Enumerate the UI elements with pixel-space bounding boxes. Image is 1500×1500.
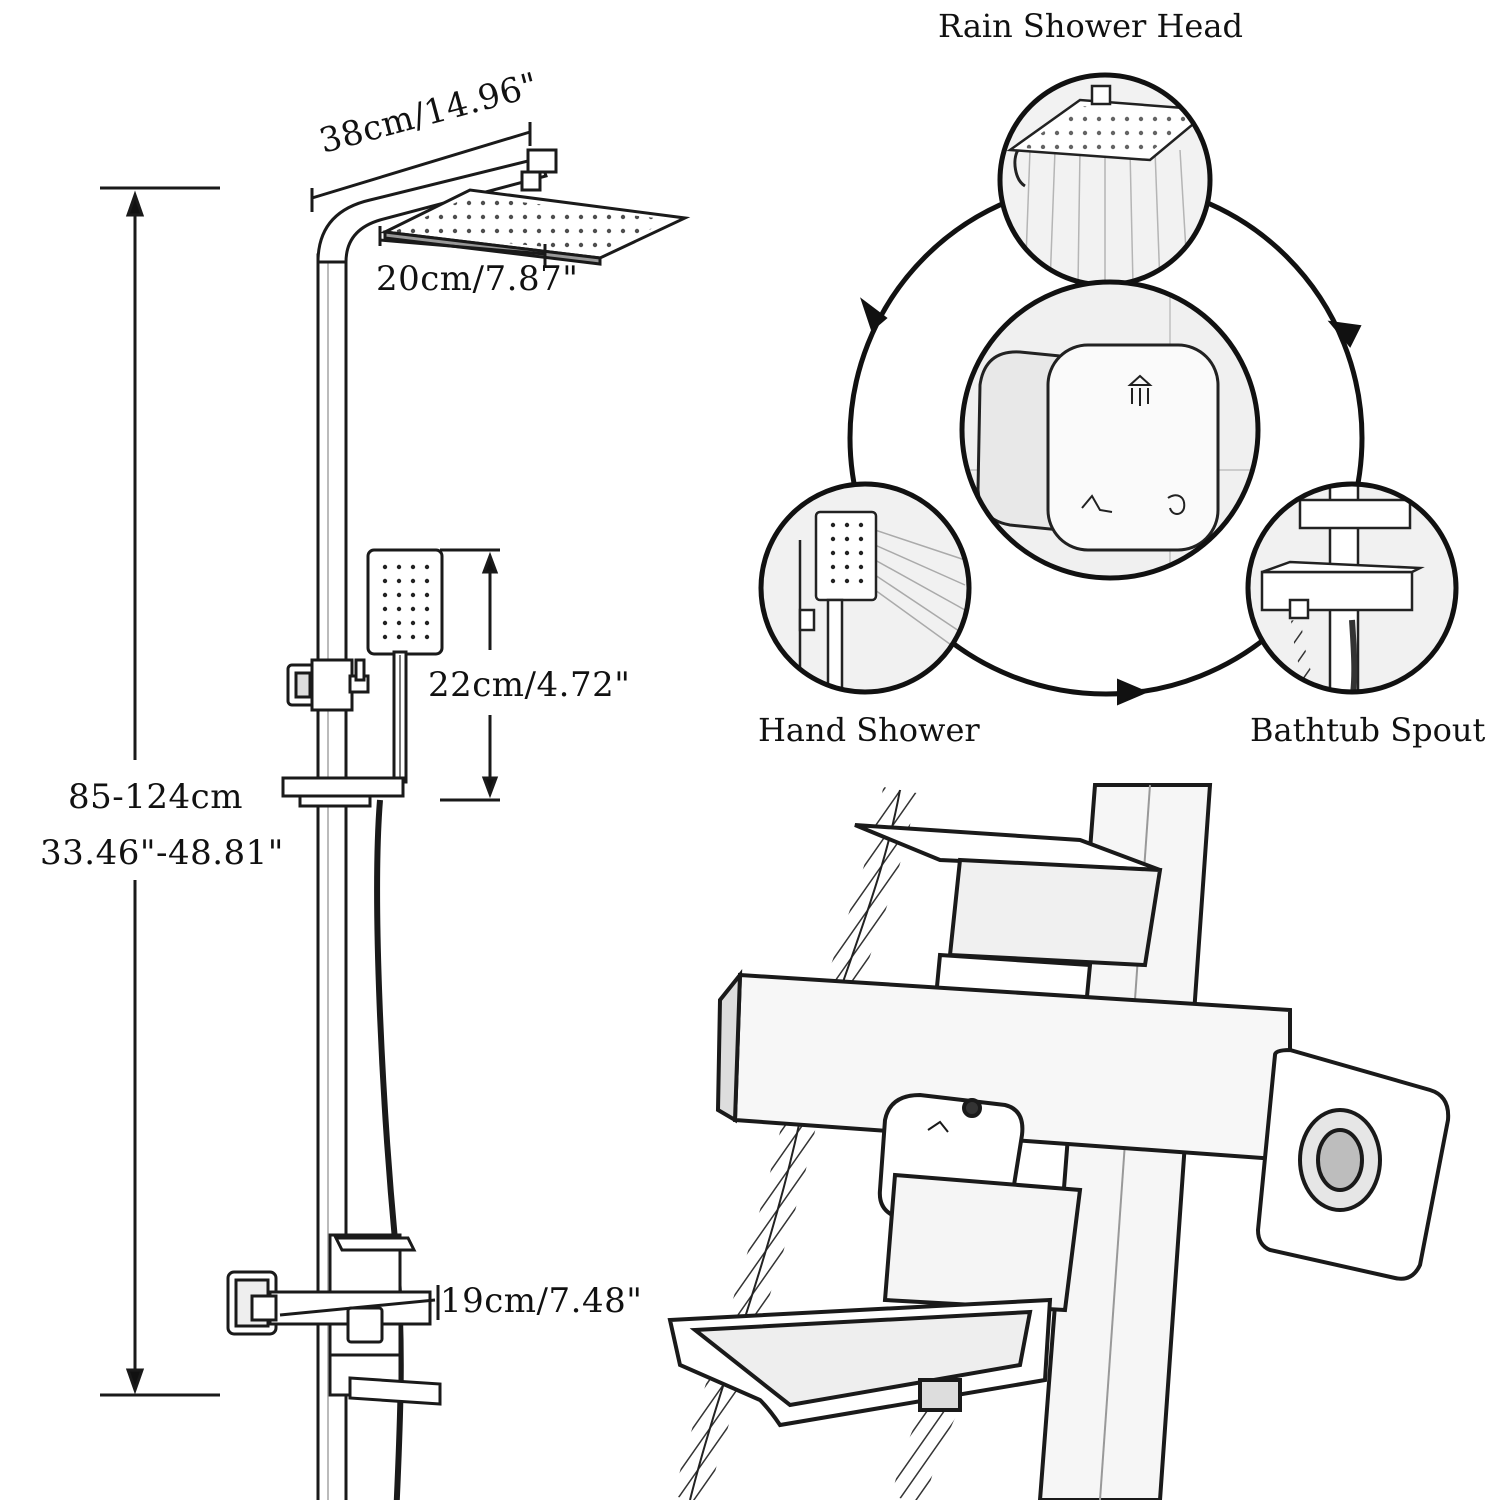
mode-cycle-diagram [758, 72, 1459, 706]
mixer-valve [226, 1233, 442, 1406]
arm-dimension-line [310, 122, 532, 212]
cycle-arrow-icon [1327, 320, 1362, 348]
hand-shower-holder [281, 776, 405, 808]
hand-shower [366, 548, 444, 784]
valve-closeup-illustration [667, 783, 1451, 1500]
spout-length-label: 19cm/7.48" [440, 1281, 643, 1321]
bathtub-spout-icon [1245, 481, 1459, 695]
hand-shower-label: Hand Shower [758, 711, 980, 749]
shower-column-illustration [100, 122, 691, 1500]
rain-shower-head-icon [997, 72, 1213, 288]
hand-shower-icon [758, 481, 972, 695]
height-range-cm-label: 85-124cm [68, 777, 243, 817]
cycle-arrow-icon [1117, 678, 1149, 706]
hand-shower-dimension-line [440, 548, 500, 802]
head-width-dimension-line [378, 226, 547, 268]
hose [374, 799, 404, 1500]
slide-bracket [286, 658, 370, 712]
cycle-arrow-icon [860, 297, 888, 332]
diverter-knob-icon [959, 279, 1261, 581]
height-range-in-label: 33.46"-48.81" [40, 833, 284, 873]
head-width-label: 20cm/7.87" [376, 259, 579, 299]
bathtub-spout-label: Bathtub Spout [1250, 711, 1486, 749]
spout-dimension-line [279, 1285, 440, 1320]
hand-shower-length-label: 22cm/4.72" [428, 665, 631, 705]
rain-shower-head-label: Rain Shower Head [938, 7, 1243, 45]
height-dimension-line [100, 186, 220, 1397]
